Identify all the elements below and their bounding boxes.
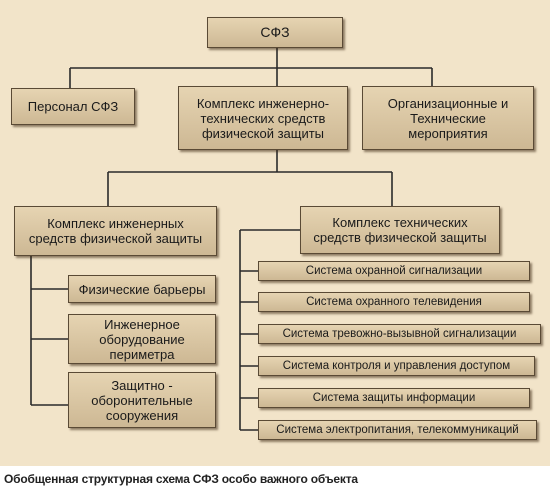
node-perimeter-equipment: Инженерное оборудование периметра (68, 314, 216, 364)
node-personnel: Персонал СФЗ (11, 88, 135, 125)
node-root: СФЗ (207, 17, 343, 48)
node-physical-barriers-label: Физические барьеры (78, 281, 206, 297)
node-engineering-complex: Комплекс инженерных средств физической з… (14, 206, 217, 256)
connector-lines (30, 48, 433, 431)
node-security-alarm-label: Система охранной сигнализации (305, 264, 483, 277)
figure-caption: Обобщенная структурная схема СФЗ особо в… (4, 472, 358, 486)
node-security-tv-label: Система охранного телевидения (306, 295, 482, 308)
node-root-label: СФЗ (260, 24, 290, 40)
node-panic-alarm-label: Система тревожно-вызывной сигнализации (282, 327, 517, 340)
diagram-panel: СФЗ Персонал СФЗ Комплекс инженерно- тех… (0, 0, 550, 466)
node-information-protection-label: Система защиты информации (312, 391, 476, 404)
node-organizational-label: Организационные и Технические мероприяти… (387, 95, 509, 141)
node-access-control-label: Система контроля и управления доступом (282, 359, 511, 372)
node-access-control: Система контроля и управления доступом (258, 356, 535, 376)
node-technical-complex: Комплекс технических средств физической … (300, 206, 500, 254)
node-engineering-technical-complex: Комплекс инженерно- технических средств … (178, 86, 348, 150)
node-engineering-label: Комплекс инженерных средств физической з… (28, 216, 203, 246)
node-defensive-structures: Защитно - оборонительные сооружения (68, 372, 216, 428)
node-complex-label: Комплекс инженерно- технических средств … (196, 95, 330, 141)
node-panic-alarm: Система тревожно-вызывной сигнализации (258, 324, 541, 344)
node-perimeter-equipment-label: Инженерное оборудование периметра (99, 316, 185, 362)
node-physical-barriers: Физические барьеры (68, 275, 216, 303)
node-security-alarm: Система охранной сигнализации (258, 261, 530, 281)
node-power-telecom: Система электропитания, телекоммуникаций (258, 420, 537, 440)
node-personnel-label: Персонал СФЗ (27, 99, 119, 114)
node-power-telecom-label: Система электропитания, телекоммуникаций (276, 423, 519, 436)
node-defensive-structures-label: Защитно - оборонительные сооружения (91, 377, 193, 423)
node-technical-label: Комплекс технических средств физической … (313, 215, 487, 245)
node-information-protection: Система защиты информации (258, 388, 530, 408)
node-security-tv: Система охранного телевидения (258, 292, 530, 312)
node-organizational: Организационные и Технические мероприяти… (362, 86, 534, 150)
